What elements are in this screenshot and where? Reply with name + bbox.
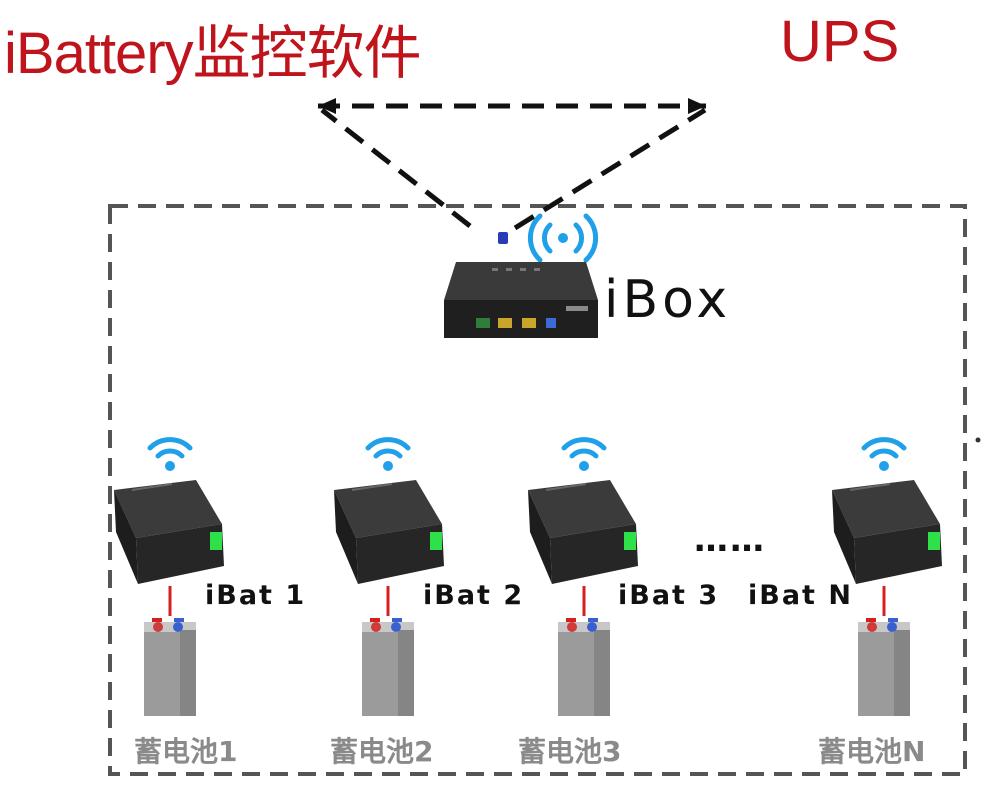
battery-label-3: 蓄电池3 [518, 735, 622, 768]
ibat-node-1 [114, 437, 224, 716]
ibat-node-3 [528, 437, 638, 716]
link-ibox-to-ups [513, 107, 707, 231]
link-ibox-to-software [320, 108, 472, 228]
ibat-node-2 [334, 437, 444, 716]
battery-label-n: 蓄电池N [818, 735, 926, 768]
battery-cell-icon [144, 618, 196, 716]
ups-title: UPS [780, 9, 900, 74]
ibat-module-icon [832, 480, 942, 584]
wifi-icon [561, 437, 607, 471]
battery-cell-icon [558, 618, 610, 716]
wifi-icon [147, 437, 193, 471]
wifi-icon [861, 437, 907, 471]
software-title: iBattery监控软件 [4, 21, 422, 86]
ibat-label-2: iBat 2 [423, 580, 525, 611]
ibat-label-n: iBat N [748, 580, 853, 611]
ibat-module-icon [528, 480, 638, 584]
ibox-antenna-icon [498, 232, 508, 244]
battery-cell-icon [362, 618, 414, 716]
ibox-label: iBox [604, 270, 732, 330]
nodes-layer [114, 437, 942, 716]
stray-dot [975, 437, 981, 443]
ibat-label-1: iBat 1 [205, 580, 307, 611]
ellipsis-more-nodes: …… [694, 520, 766, 560]
ibat-module-icon [334, 480, 444, 584]
broadcast-icon [527, 213, 599, 263]
wifi-icon [365, 437, 411, 471]
ibox-device-icon [444, 262, 598, 338]
battery-cell-icon [858, 618, 910, 716]
battery-label-1: 蓄电池1 [134, 735, 238, 768]
ibat-label-3: iBat 3 [618, 580, 720, 611]
ibat-module-icon [114, 480, 224, 584]
battery-label-2: 蓄电池2 [330, 735, 434, 768]
link-software-to-ups [318, 98, 706, 114]
system-boundary-box [108, 204, 967, 776]
ibat-node-4 [832, 437, 942, 716]
